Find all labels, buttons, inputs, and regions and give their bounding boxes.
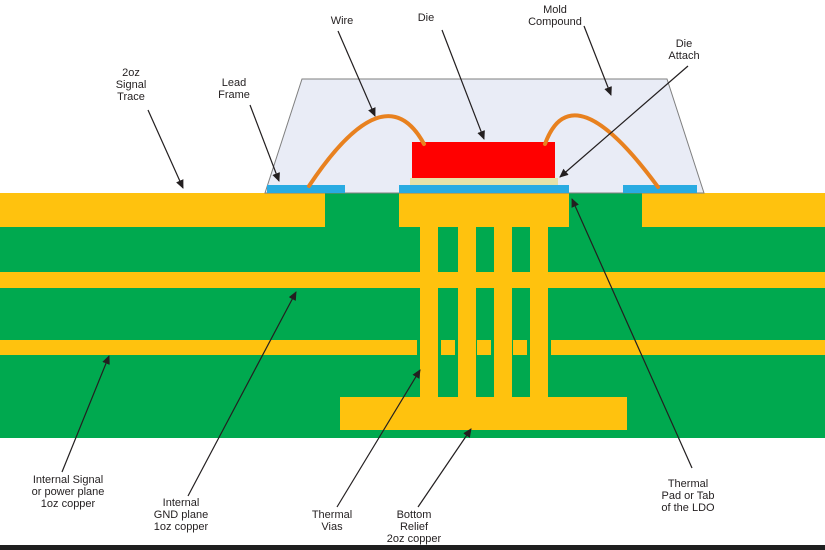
label-bottom-relief: Bottom Relief 2oz copper [386,509,442,545]
label-mold-compound: Mold Compound [528,4,582,28]
label-thermal-pad: Thermal Pad or Tab of the LDO [661,478,715,514]
bond-wire-right [543,113,660,189]
thermal-via [494,227,512,397]
arrow-bottom-relief [417,428,472,508]
top-copper-right-trace [642,193,825,227]
label-internal-signal: Internal Signal or power plane 1oz coppe… [31,474,105,510]
thermal-via [420,227,438,397]
internal-gnd-plane [0,272,825,288]
die-body [412,142,555,178]
lead-frame-pad-right [623,185,697,193]
label-internal-gnd: Internal GND plane 1oz copper [153,497,209,533]
die-attach-layer [410,178,558,185]
arrow-internal-signal [61,355,110,473]
top-copper-thermal-pad [399,193,569,227]
arrow-lead-frame [249,104,280,182]
thermal-via [530,227,548,397]
bond-wire-left [307,114,426,188]
label-lead-frame: Lead Frame [218,77,250,101]
arrow-signal-trace [147,109,184,189]
thermal-via [458,227,476,397]
signal-plane-island [513,340,527,355]
top-copper-left-trace [0,193,325,227]
label-die-attach: Die Attach [668,38,700,62]
thermal-tab [399,185,569,193]
arrow-internal-gnd [187,291,297,497]
lead-frame-pad-left [267,185,345,193]
internal-signal-plane-left [0,340,417,355]
arrow-thermal-pad [571,198,693,469]
label-signal-trace: 2oz Signal Trace [115,67,147,103]
arrow-wire [337,30,376,117]
bottom-relief-pad [340,397,627,430]
label-wire: Wire [330,15,354,27]
signal-plane-island [477,340,491,355]
arrow-die [441,29,485,140]
arrow-mold-compound [583,25,612,96]
label-thermal-vias: Thermal Vias [311,509,353,533]
page-bottom-rule [0,545,825,550]
arrow-thermal-vias [336,369,421,508]
internal-signal-plane-right [551,340,825,355]
label-die: Die [417,12,435,24]
signal-plane-island [441,340,455,355]
arrow-die-attach [559,65,689,178]
